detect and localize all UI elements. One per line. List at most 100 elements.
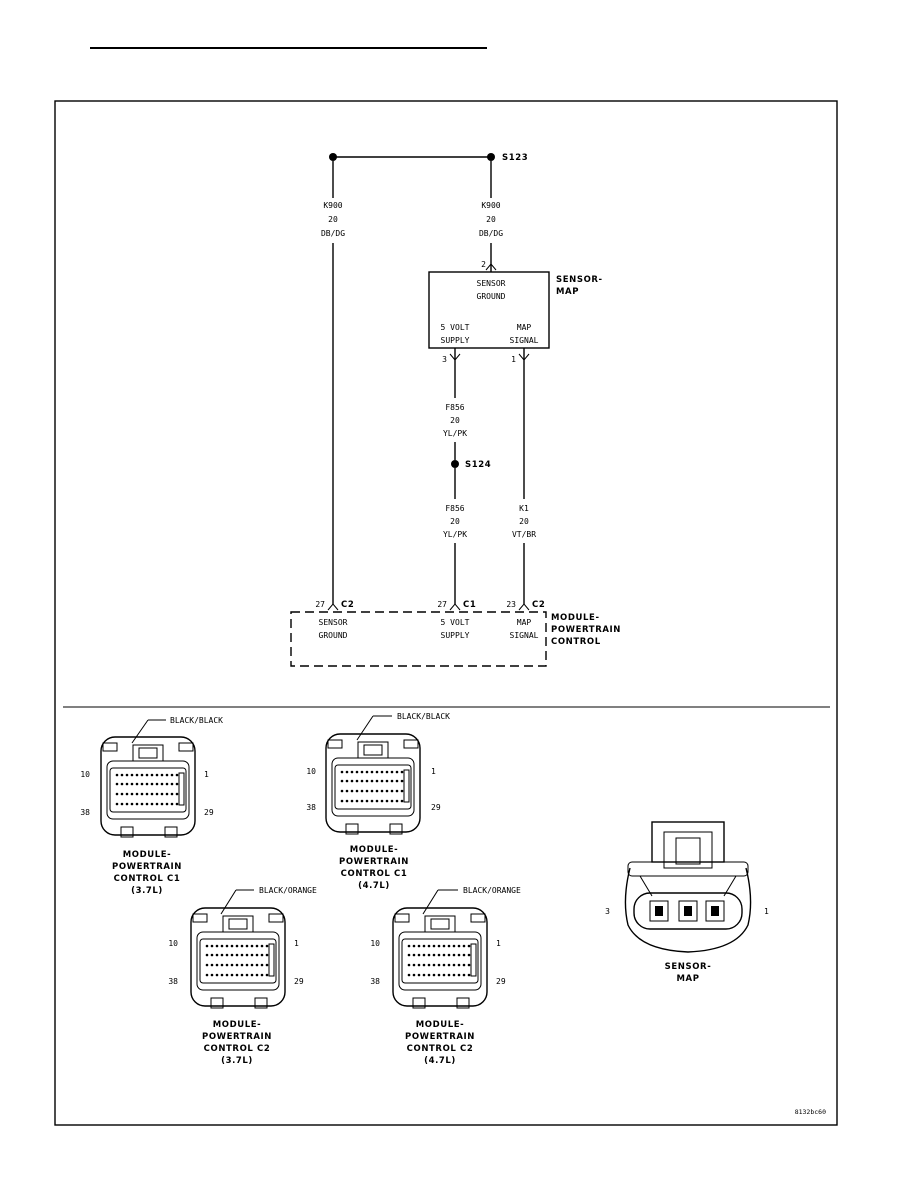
svg-text:20: 20 (519, 517, 529, 526)
svg-text:POWERTRAIN: POWERTRAIN (405, 1032, 475, 1042)
pcm-name-2: POWERTRAIN (551, 625, 621, 635)
pcm-box: SENSOR GROUND 5 VOLT SUPPLY MAP SIGNAL M… (290, 611, 621, 667)
svg-text:38: 38 (168, 977, 178, 986)
svg-text:29: 29 (204, 808, 214, 817)
pcm-name-3: CONTROL (551, 637, 601, 647)
wire-f856-lower: F856 20 YL/PK (443, 468, 467, 604)
svg-text:20: 20 (450, 517, 460, 526)
svg-text:SENSOR-: SENSOR- (665, 962, 712, 972)
connector-sensor-map: 3 1 SENSOR- MAP (605, 821, 769, 984)
svg-text:C2: C2 (341, 600, 354, 610)
svg-text:SIGNAL: SIGNAL (510, 336, 539, 345)
pcm-name-1: MODULE- (551, 613, 600, 623)
svg-text:C2: C2 (532, 600, 545, 610)
svg-text:23: 23 (506, 600, 516, 609)
svg-text:1: 1 (431, 767, 436, 776)
splice-s123: S123 (329, 153, 528, 163)
svg-text:10: 10 (306, 767, 316, 776)
wire-k900-right-color: DB/DG (479, 229, 503, 238)
svg-text:CONTROL C2: CONTROL C2 (407, 1044, 474, 1054)
svg-text:(3.7L): (3.7L) (221, 1056, 253, 1066)
svg-text:1: 1 (204, 770, 209, 779)
svg-text:10: 10 (80, 770, 90, 779)
svg-text:POWERTRAIN: POWERTRAIN (202, 1032, 272, 1042)
svg-text:29: 29 (496, 977, 506, 986)
svg-text:BLACK/BLACK: BLACK/BLACK (170, 716, 223, 725)
svg-text:1: 1 (496, 939, 501, 948)
svg-text:CONTROL C1: CONTROL C1 (114, 874, 181, 884)
svg-text:38: 38 (80, 808, 90, 817)
svg-text:POWERTRAIN: POWERTRAIN (339, 857, 409, 867)
wire-k900-left: K900 20 DB/DG (321, 161, 345, 604)
connector-pcm-c1-4-7l: BLACK/BLACK 10 1 38 29 MODULE- POWERTRAI… (306, 712, 450, 891)
svg-text:27: 27 (437, 600, 447, 609)
connector-pcm-c2-4-7l: BLACK/ORANGE 10 1 38 29 MODULE- POWERTRA… (370, 886, 521, 1066)
svg-text:MODULE-: MODULE- (350, 845, 399, 855)
svg-text:20: 20 (450, 416, 460, 425)
svg-text:YL/PK: YL/PK (443, 530, 467, 539)
svg-text:CONTROL C1: CONTROL C1 (341, 869, 408, 879)
svg-text:1: 1 (511, 355, 516, 364)
svg-text:38: 38 (306, 803, 316, 812)
sensor-map-name-1: SENSOR- (556, 275, 603, 285)
svg-text:MODULE-: MODULE- (213, 1020, 262, 1030)
svg-text:5 VOLT: 5 VOLT (441, 323, 470, 332)
svg-text:38: 38 (370, 977, 380, 986)
svg-text:K1: K1 (519, 504, 529, 513)
svg-text:C1: C1 (463, 600, 476, 610)
svg-text:MAP: MAP (517, 323, 532, 332)
svg-text:BLACK/BLACK: BLACK/BLACK (397, 712, 450, 721)
svg-text:1: 1 (764, 907, 769, 916)
svg-text:27: 27 (315, 600, 325, 609)
svg-text:YL/PK: YL/PK (443, 429, 467, 438)
svg-text:SUPPLY: SUPPLY (441, 631, 470, 640)
svg-text:SENSOR: SENSOR (477, 279, 506, 288)
sensor-map-box: 2 SENSOR GROUND 5 VOLT SUPPLY MAP SIGNAL… (428, 260, 603, 349)
sensor-pin-2: 2 (481, 260, 486, 269)
wire-k1: K1 20 VT/BR (512, 360, 536, 604)
figure-id: 8132bc60 (795, 1108, 826, 1116)
splice-s123-label: S123 (502, 153, 528, 163)
wire-f856-upper: F856 20 YL/PK (443, 360, 467, 460)
connector-pcm-c1-3-7l: BLACK/BLACK 10 1 38 29 MODULE- POWERTRAI… (80, 716, 223, 896)
wire-k900-left-color: DB/DG (321, 229, 345, 238)
svg-text:BLACK/ORANGE: BLACK/ORANGE (259, 886, 317, 895)
svg-text:GROUND: GROUND (319, 631, 348, 640)
svg-text:3: 3 (605, 907, 610, 916)
svg-text:MODULE-: MODULE- (416, 1020, 465, 1030)
svg-text:MAP: MAP (517, 618, 532, 627)
wire-k900-right-circuit: K900 (481, 201, 500, 210)
svg-text:CONTROL C2: CONTROL C2 (204, 1044, 271, 1054)
svg-text:3: 3 (442, 355, 447, 364)
svg-text:F856: F856 (445, 504, 464, 513)
svg-text:5 VOLT: 5 VOLT (441, 618, 470, 627)
wire-k900-left-gauge: 20 (328, 215, 338, 224)
connector-pcm-c2-3-7l: BLACK/ORANGE 10 1 38 29 MODULE- POWERTRA… (168, 886, 317, 1066)
pcm-pins: 27 C2 27 C1 23 C2 (315, 600, 545, 611)
svg-text:(4.7L): (4.7L) (358, 881, 390, 891)
svg-text:(4.7L): (4.7L) (424, 1056, 456, 1066)
wire-k900-right: K900 20 DB/DG (479, 161, 503, 272)
wire-k900-right-gauge: 20 (486, 215, 496, 224)
svg-text:29: 29 (431, 803, 441, 812)
diagram-frame (54, 100, 838, 1126)
svg-text:(3.7L): (3.7L) (131, 886, 163, 896)
sensor-map-name-2: MAP (556, 287, 579, 297)
wire-k900-left-circuit: K900 (323, 201, 342, 210)
splice-s124-label: S124 (465, 460, 491, 470)
splice-s124: S124 (451, 460, 491, 470)
svg-text:F856: F856 (445, 403, 464, 412)
svg-text:SIGNAL: SIGNAL (510, 631, 539, 640)
svg-text:MODULE-: MODULE- (123, 850, 172, 860)
svg-text:MAP: MAP (676, 974, 699, 984)
svg-text:10: 10 (370, 939, 380, 948)
svg-text:BLACK/ORANGE: BLACK/ORANGE (463, 886, 521, 895)
svg-text:VT/BR: VT/BR (512, 530, 536, 539)
svg-text:GROUND: GROUND (477, 292, 506, 301)
svg-text:10: 10 (168, 939, 178, 948)
svg-text:1: 1 (294, 939, 299, 948)
svg-text:POWERTRAIN: POWERTRAIN (112, 862, 182, 872)
svg-text:SUPPLY: SUPPLY (441, 336, 470, 345)
svg-text:29: 29 (294, 977, 304, 986)
